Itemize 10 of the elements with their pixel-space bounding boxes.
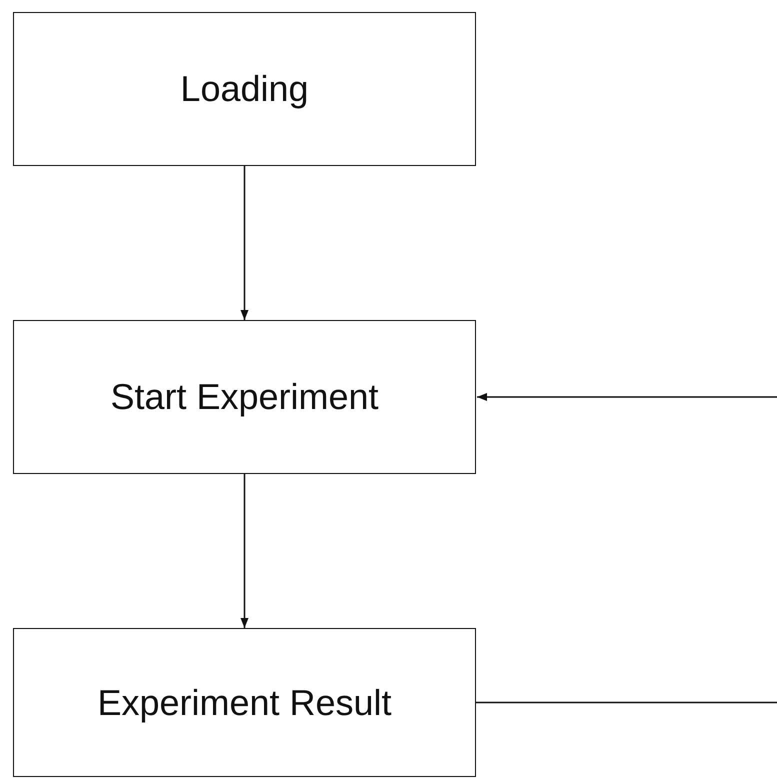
process-box	[13, 628, 476, 777]
arrow	[240, 474, 248, 628]
process-box	[13, 12, 476, 166]
arrow	[240, 166, 248, 320]
node-label: Loading	[180, 68, 309, 110]
arrow	[477, 393, 777, 401]
connector-line	[476, 702, 777, 704]
process-box	[13, 320, 476, 474]
node-label: Experiment Result	[97, 682, 392, 724]
node-label: Start Experiment	[110, 376, 379, 418]
